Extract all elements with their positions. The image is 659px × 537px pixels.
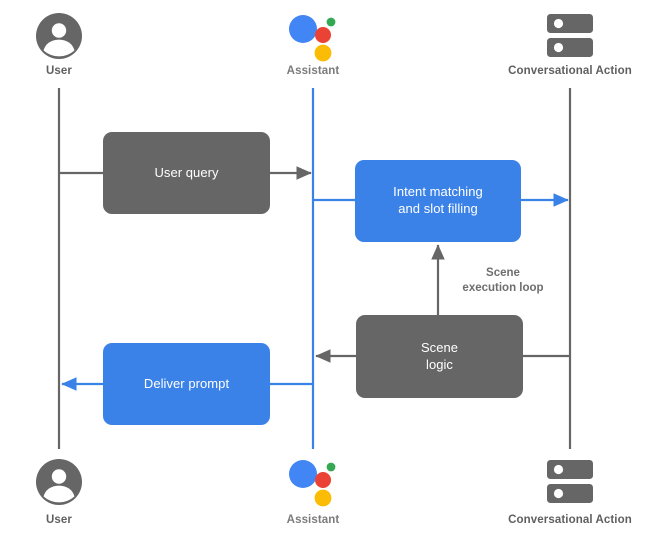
node-intent-matching-line2: and slot filling: [398, 201, 478, 216]
actor-label-conversational-action-bottom: Conversational Action: [508, 514, 632, 526]
user-avatar-icon-bottom: [35, 458, 83, 511]
server-stack-icon-top: [545, 12, 595, 65]
node-user-query[interactable]: User query: [103, 132, 270, 214]
node-scene-logic-label: Scene logic: [421, 340, 458, 373]
annotation-scene-execution-loop: Scene execution loop: [462, 266, 543, 296]
node-deliver-prompt[interactable]: Deliver prompt: [103, 343, 270, 425]
actor-label-assistant-top: Assistant: [286, 65, 340, 77]
node-intent-matching-label: Intent matching and slot filling: [393, 184, 483, 217]
node-scene-logic-line2: logic: [426, 356, 453, 372]
annotation-scene-execution-loop-line1: Scene: [486, 267, 520, 279]
actor-label-conversational-action-top: Conversational Action: [508, 65, 632, 77]
google-assistant-icon-bottom: [285, 455, 341, 512]
server-stack-icon-bottom: [545, 458, 595, 511]
actor-label-assistant-bottom: Assistant: [286, 514, 340, 526]
node-deliver-prompt-label: Deliver prompt: [143, 375, 230, 391]
node-scene-logic-line1: Scene: [420, 339, 459, 355]
node-scene-logic[interactable]: Scene logic: [356, 315, 523, 398]
user-avatar-icon-top: [35, 12, 83, 65]
node-user-query-label: User query: [154, 164, 219, 180]
annotation-scene-execution-loop-line2: execution loop: [462, 282, 544, 295]
node-intent-matching-line1: Intent matching: [393, 184, 483, 200]
google-assistant-icon-top: [285, 10, 341, 67]
actor-label-user-top: User: [46, 65, 72, 77]
node-intent-matching[interactable]: Intent matching and slot filling: [355, 160, 521, 242]
actor-label-user-bottom: User: [46, 514, 72, 526]
